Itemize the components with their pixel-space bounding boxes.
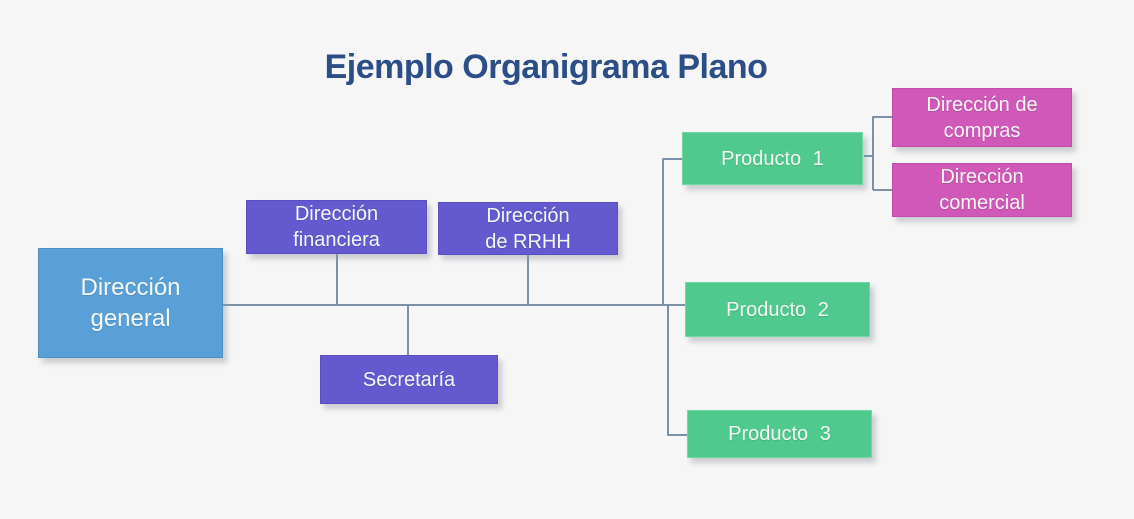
node-label: Producto 1	[721, 147, 824, 170]
edge-general-producto3	[667, 305, 688, 436]
node-direccion-rrhh: Dirección de RRHH	[438, 202, 618, 255]
node-direccion-comercial: Dirección comercial	[892, 163, 1072, 217]
chart-title: Ejemplo Organigrama Plano	[324, 48, 768, 86]
node-producto-2: Producto 2	[685, 282, 870, 337]
edge-producto1-compras	[872, 116, 893, 190]
node-label: Dirección comercial	[939, 166, 1025, 214]
node-direccion-general: Dirección general	[38, 248, 223, 358]
node-producto-1: Producto 1	[682, 132, 863, 185]
node-direccion-financiera: Dirección financiera	[246, 200, 427, 254]
node-label: Dirección general	[80, 274, 181, 332]
node-label: Dirección de compras	[926, 93, 1038, 142]
node-producto-3: Producto 3	[687, 410, 872, 458]
node-direccion-compras: Dirección de compras	[892, 88, 1072, 147]
node-label: Secretaría	[362, 368, 456, 391]
edge-general-producto1	[662, 158, 683, 305]
node-label: Dirección de RRHH	[485, 204, 571, 253]
node-label: Producto 2	[726, 298, 829, 321]
node-label: Dirección financiera	[293, 203, 380, 251]
node-secretaria: Secretaría	[320, 355, 498, 404]
node-label: Producto 3	[728, 423, 831, 445]
